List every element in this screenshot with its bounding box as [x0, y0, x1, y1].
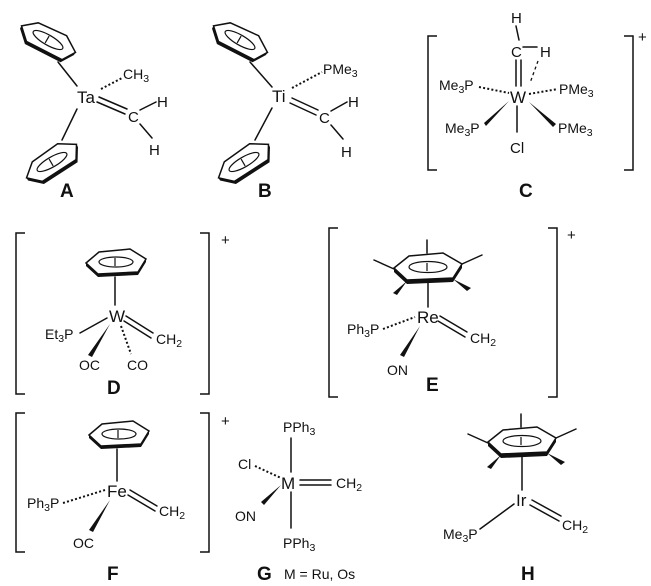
- phosphine-ligand: Ph3P: [347, 321, 379, 340]
- phosphine-ligand: PPh3: [283, 535, 315, 554]
- structure-A: Ta CH3 C H H A: [13, 12, 168, 202]
- phosphine-ligand: Ph3P: [27, 495, 59, 514]
- nitrosyl-ligand: ON: [387, 362, 408, 378]
- methylene-ligand: CH2: [470, 330, 496, 349]
- phosphine-ligand: Me3P: [445, 120, 480, 139]
- methyl-ligand: CH3: [123, 66, 149, 85]
- metal-re: Re: [417, 308, 439, 327]
- label-F: F: [107, 564, 119, 585]
- label-G: G: [257, 564, 272, 585]
- charge-plus: +: [638, 29, 647, 46]
- charge-plus: +: [567, 227, 576, 244]
- label-A: A: [60, 181, 74, 202]
- charge-plus: +: [221, 413, 230, 430]
- hydrogen: H: [540, 44, 551, 61]
- hydrogen: H: [341, 144, 352, 161]
- methylene-ligand: CH2: [562, 517, 588, 536]
- phosphine-ligand: PMe3: [558, 120, 593, 139]
- label-B: B: [258, 181, 272, 202]
- phosphine-ligand: Et3P: [45, 326, 73, 345]
- hydrogen: H: [149, 142, 160, 159]
- structure-G: PPh3 M Cl CH2 ON PPh3 G M = Ru, Os: [235, 419, 362, 585]
- structure-D: + W Et3P CH2 OC CO D: [15, 232, 230, 399]
- metal-caption: M = Ru, Os: [284, 566, 355, 582]
- metal-w: W: [510, 88, 526, 107]
- phosphine-ligand: PMe3: [559, 81, 594, 100]
- structure-B: Ti PMe3 C H H B: [205, 12, 359, 202]
- hydrogen: H: [348, 94, 359, 111]
- methylene-ligand: CH2: [159, 503, 185, 522]
- label-H: H: [521, 564, 535, 585]
- phosphine-ligand: Me3P: [443, 526, 478, 545]
- metal-fe: Fe: [107, 482, 127, 501]
- carbene-carbon: C: [128, 109, 139, 126]
- hydrogen: H: [157, 94, 168, 111]
- label-E: E: [426, 375, 439, 396]
- charge-plus: +: [221, 232, 230, 249]
- phosphine-ligand: PMe3: [323, 61, 358, 80]
- metal-ir: Ir: [516, 491, 527, 510]
- nitrosyl-ligand: ON: [235, 508, 256, 524]
- carbonyl-ligand: OC: [79, 357, 100, 373]
- methylene-ligand: CH2: [336, 475, 362, 494]
- methylene-ligand: CH2: [156, 331, 182, 350]
- carbene-carbon: C: [511, 44, 522, 61]
- phosphine-ligand: Me3P: [439, 77, 474, 96]
- label-C: C: [519, 181, 533, 202]
- metal-w: W: [109, 307, 125, 326]
- carbonyl-ligand: CO: [127, 357, 148, 373]
- structure-F: + Fe Ph3P CH2 OC F: [15, 412, 230, 585]
- phosphine-ligand: PPh3: [283, 419, 315, 438]
- carbonyl-ligand: OC: [73, 535, 94, 551]
- metal-ti: Ti: [272, 87, 286, 106]
- label-D: D: [107, 378, 121, 399]
- metal-m: M: [281, 474, 295, 493]
- carbene-carbon: C: [319, 110, 330, 127]
- hydrogen: H: [511, 10, 522, 27]
- structure-E: + Re Ph3P CH2 ON E: [328, 227, 576, 398]
- structure-H: Ir Me3P CH2 H: [443, 413, 588, 585]
- chloride-ligand: Cl: [510, 140, 524, 157]
- metal-ta: Ta: [77, 88, 96, 107]
- chloride-ligand: Cl: [238, 456, 251, 472]
- structure-C: + H C H W Me3P PMe3 Me3P PMe3 Cl C: [427, 10, 647, 202]
